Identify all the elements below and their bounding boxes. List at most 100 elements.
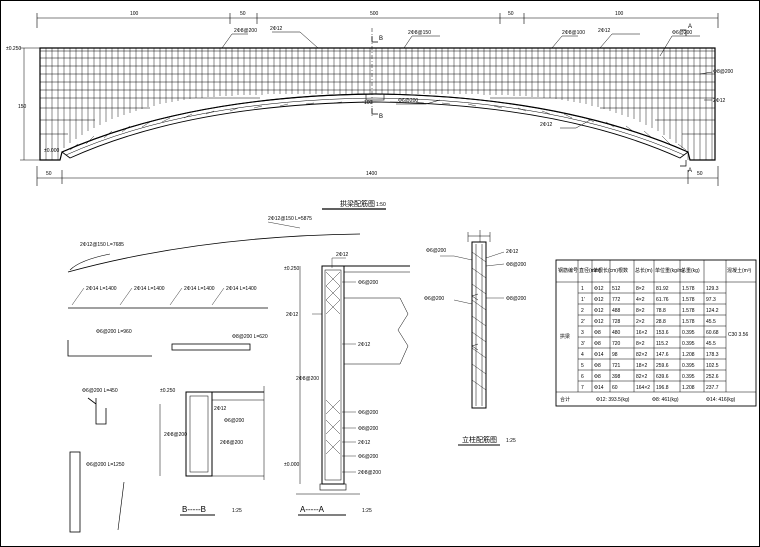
section-a-scale: 1:25	[362, 508, 372, 514]
table-cell: 1'	[581, 297, 585, 303]
table-cell: 8×2	[636, 308, 645, 314]
table-cell: 6	[581, 374, 584, 380]
elevation-leaders	[221, 31, 713, 129]
table-cell: 2×2	[636, 319, 645, 325]
section-a-label-6: Φ8@200	[358, 426, 378, 432]
table-cell: 60.68	[706, 330, 719, 336]
table-cell: 7	[581, 385, 584, 391]
bar-shape-curve-2	[69, 253, 111, 271]
section-a-dim-label: 2Φ8@200	[296, 376, 319, 382]
table-cell: 60	[612, 385, 618, 391]
table-cell: 259.6	[656, 363, 669, 369]
section-a-footing	[319, 483, 347, 491]
table-cell: 164×2	[636, 385, 650, 391]
section-a-bottom-level: ±0.000	[284, 462, 299, 468]
table-cell: 45.5	[706, 319, 716, 325]
column-bars	[475, 244, 483, 406]
section-a-label-2: Φ6@200	[358, 280, 378, 286]
bar-label-6: 2Φ14 L=1400	[226, 286, 257, 292]
section-b-label-2: 2Φ8@200	[164, 432, 187, 438]
bar-shape-tall-stirrup	[69, 451, 81, 533]
section-a-label-5: Φ6@200	[358, 410, 378, 416]
center-block	[365, 93, 385, 101]
table-cell: Φ12	[594, 308, 604, 314]
table-cell: 8×2	[636, 286, 645, 292]
table-cell: 639.6	[656, 374, 669, 380]
table-cell: 1	[581, 286, 584, 292]
table-cell: 728	[612, 319, 621, 325]
column-leaders	[440, 251, 505, 305]
section-b-label-3: Φ6@200	[224, 418, 244, 424]
section-a-mark	[680, 29, 687, 167]
table-header-6: 单位重(kg/m)	[655, 267, 685, 274]
table-cell: 124.2	[706, 308, 719, 314]
table-cell: 480	[612, 330, 621, 336]
column-label-1: Φ6@200	[426, 248, 446, 254]
section-b-label-4: 2Φ8@200	[220, 440, 243, 446]
column-label-4: Φ6@200	[424, 296, 444, 302]
table-cell: 8×2	[636, 341, 645, 347]
bar-label-5: 2Φ14 L=1400	[184, 286, 215, 292]
table-cell: 18×2	[636, 363, 647, 369]
column-label-5: Φ8@200	[506, 296, 526, 302]
table-cell: 1.578	[682, 308, 695, 314]
table-cell: 61.76	[656, 297, 669, 303]
table-cell: 721	[612, 363, 621, 369]
table-total-3: Φ14: 416(kg)	[706, 397, 736, 403]
bar-straight-leaders	[71, 287, 225, 306]
section-a-bottom-letter: A	[688, 168, 692, 174]
column-label-3: Φ8@200	[506, 262, 526, 268]
section-b-stirrup	[189, 395, 209, 473]
table-cell: 45.5	[706, 341, 716, 347]
bar-label-4: 2Φ14 L=1400	[134, 286, 165, 292]
table-cell: Φ14	[594, 385, 604, 391]
table-cell: 28.8	[656, 319, 666, 325]
section-a-label-8: Φ6@200	[358, 454, 378, 460]
bar-label-10: Φ6@200 L=1250	[86, 462, 125, 468]
table-header-3: 单根长(cm)	[593, 267, 618, 274]
section-a-leaders	[312, 257, 356, 473]
table-cell: Φ12	[594, 319, 604, 325]
table-cell: 398	[612, 374, 621, 380]
callout-10: Φ6@200	[398, 98, 418, 104]
bar-shape-stirrup	[171, 343, 251, 351]
table-total-2: Φ8: 461(kg)	[652, 397, 679, 403]
table-cell: 81.92	[656, 286, 669, 292]
table-cell: 2	[581, 308, 584, 314]
table-cell: Φ8	[594, 330, 601, 336]
table-grid	[556, 260, 756, 393]
bar-label-9: Φ6@200 L=450	[82, 388, 118, 394]
section-b-b: ±0.250 2Φ12 2Φ8@200 Φ6@200 2Φ8@200 B----…	[159, 386, 265, 516]
section-a-column	[321, 265, 345, 485]
table-header-4: 根数	[618, 267, 628, 274]
callout-8: 2Φ12	[713, 98, 726, 104]
table-cell: 115.2	[656, 341, 668, 347]
table-cell: 2'	[581, 319, 585, 325]
bar-label-1: 2Φ12@150 L=5875	[268, 216, 312, 222]
section-b-label-1: 2Φ12	[214, 406, 227, 412]
table-border	[555, 259, 757, 407]
table-cell: 0.395	[682, 330, 695, 336]
table-header-1: 钢筋编号	[558, 267, 578, 274]
bar-label-8: Φ8@200 L=620	[232, 334, 268, 340]
table-cell: 147.6	[656, 352, 669, 358]
bottom-dimension-line	[36, 166, 719, 186]
section-a-stirrup	[324, 269, 342, 481]
table-cell: 4×2	[636, 297, 645, 303]
table-cell: 102.5	[706, 363, 719, 369]
top-dim-3: 500	[370, 11, 379, 17]
section-a-top-letter: A	[688, 24, 692, 30]
section-a-label-1: 2Φ12	[336, 252, 349, 258]
top-dim-4: 50	[508, 11, 514, 17]
arch-beam-outline	[39, 47, 716, 161]
bar-shape-l	[67, 340, 152, 357]
top-dim-1: 100	[130, 11, 139, 17]
table-cell: 82×2	[636, 352, 647, 358]
table-header-2: 直径(mm)	[579, 267, 601, 274]
section-b-outline	[185, 391, 213, 477]
table-cell: 1.578	[682, 286, 695, 292]
table-cell: 1.208	[682, 385, 695, 391]
section-b-scale: 1:25	[232, 508, 242, 514]
table-header-8: 混凝土(m³)	[727, 267, 751, 274]
